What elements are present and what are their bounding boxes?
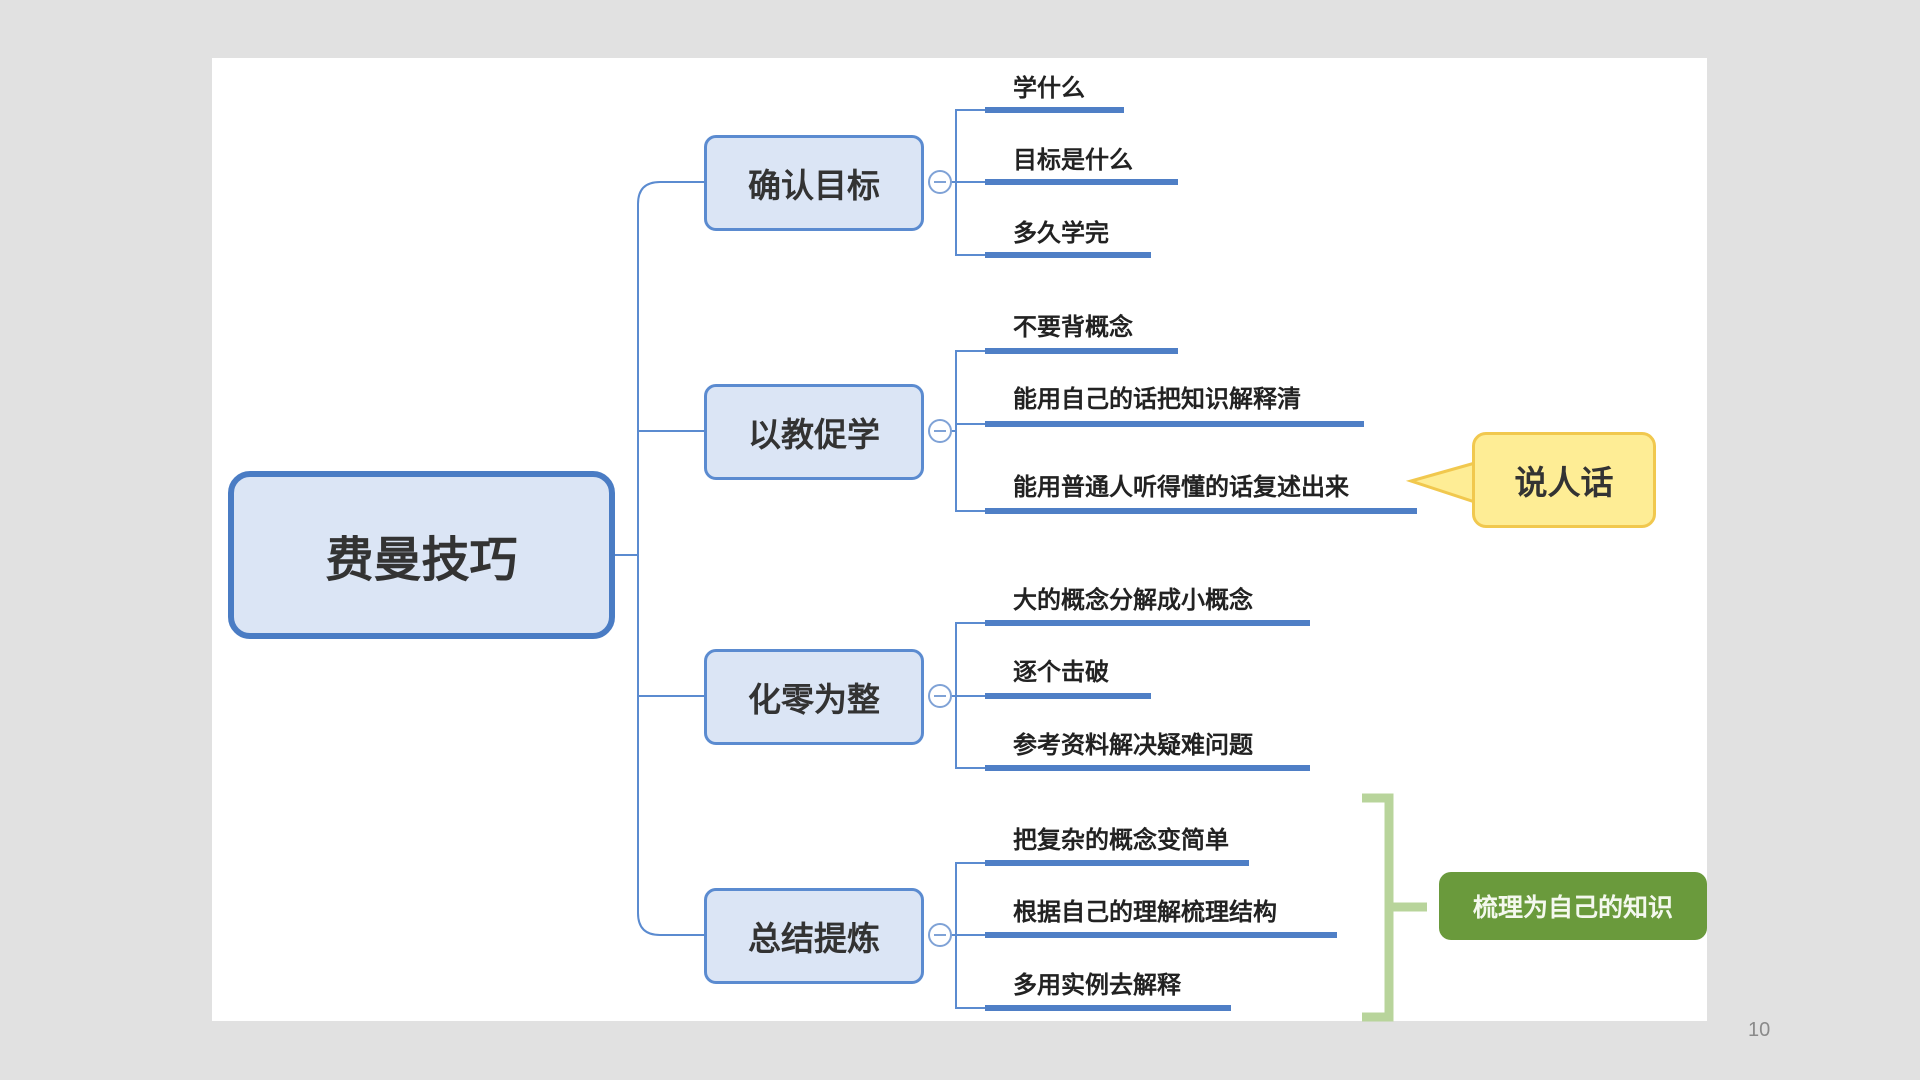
leaf-node[interactable]: 目标是什么 xyxy=(1013,146,1133,174)
trunk-line xyxy=(637,181,704,936)
summary-bracket xyxy=(1362,793,1427,1022)
leaf-node[interactable]: 能用普通人听得懂的话复述出来 xyxy=(1013,473,1349,501)
leaf-node[interactable]: 参考资料解决疑难问题 xyxy=(1013,731,1253,759)
branch-node-4[interactable]: 总结提炼 xyxy=(704,888,924,984)
callout-pointer xyxy=(1405,461,1477,505)
summary-node[interactable]: 梳理为自己的知识 xyxy=(1439,872,1707,940)
leaf-node[interactable]: 逐个击破 xyxy=(1013,658,1109,686)
leaf-node[interactable]: 根据自己的理解梳理结构 xyxy=(1013,898,1277,926)
branch-node-3[interactable]: 化零为整 xyxy=(704,649,924,745)
root-node[interactable]: 费曼技巧 xyxy=(228,471,615,639)
branch-connectors xyxy=(638,181,704,697)
leaf-node[interactable]: 不要背概念 xyxy=(1013,313,1133,341)
leaf-node[interactable]: 学什么 xyxy=(1013,74,1085,102)
leaf-node[interactable]: 能用自己的话把知识解释清 xyxy=(1013,385,1301,413)
leaf-node[interactable]: 把复杂的概念变简单 xyxy=(1013,826,1229,854)
callout-speak-plainly[interactable]: 说人话 xyxy=(1472,432,1656,528)
page-number: 10 xyxy=(1748,1019,1771,1041)
branch-node-2[interactable]: 以教促学 xyxy=(704,384,924,480)
branch-node-1[interactable]: 确认目标 xyxy=(704,135,924,231)
leaf-node[interactable]: 多久学完 xyxy=(1013,219,1109,247)
leaf-node[interactable]: 多用实例去解释 xyxy=(1013,971,1181,999)
leaf-node[interactable]: 大的概念分解成小概念 xyxy=(1013,586,1253,614)
